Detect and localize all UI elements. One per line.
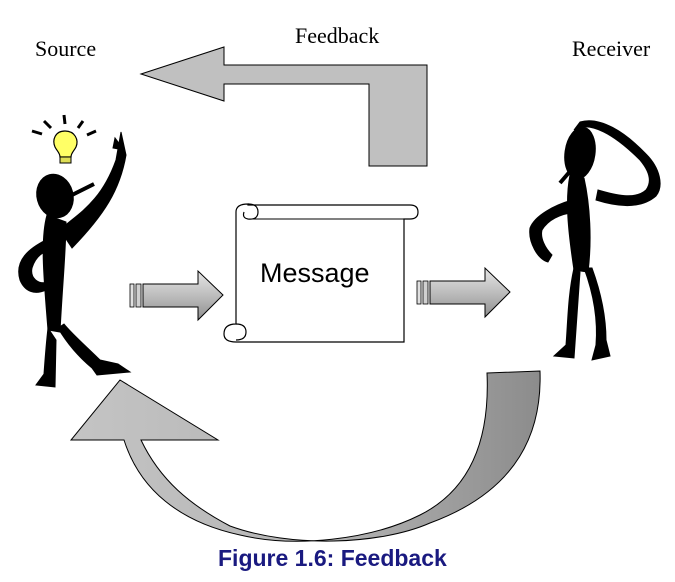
receiver-figure (529, 120, 661, 361)
source-figure (18, 131, 132, 388)
receiver-label: Receiver (572, 36, 651, 61)
source-to-message-arrow (129, 269, 224, 322)
figure-caption: Figure 1.6: Feedback (218, 545, 447, 571)
lightbulb-icon (31, 114, 97, 164)
message-to-receiver-arrow (416, 266, 511, 319)
top-feedback-arrow (139, 46, 428, 167)
curved-feedback-arrow (69, 370, 541, 542)
message-label: Message (260, 258, 370, 288)
message-scroll (223, 203, 419, 343)
feedback-label: Feedback (295, 23, 379, 48)
source-label: Source (35, 36, 96, 61)
